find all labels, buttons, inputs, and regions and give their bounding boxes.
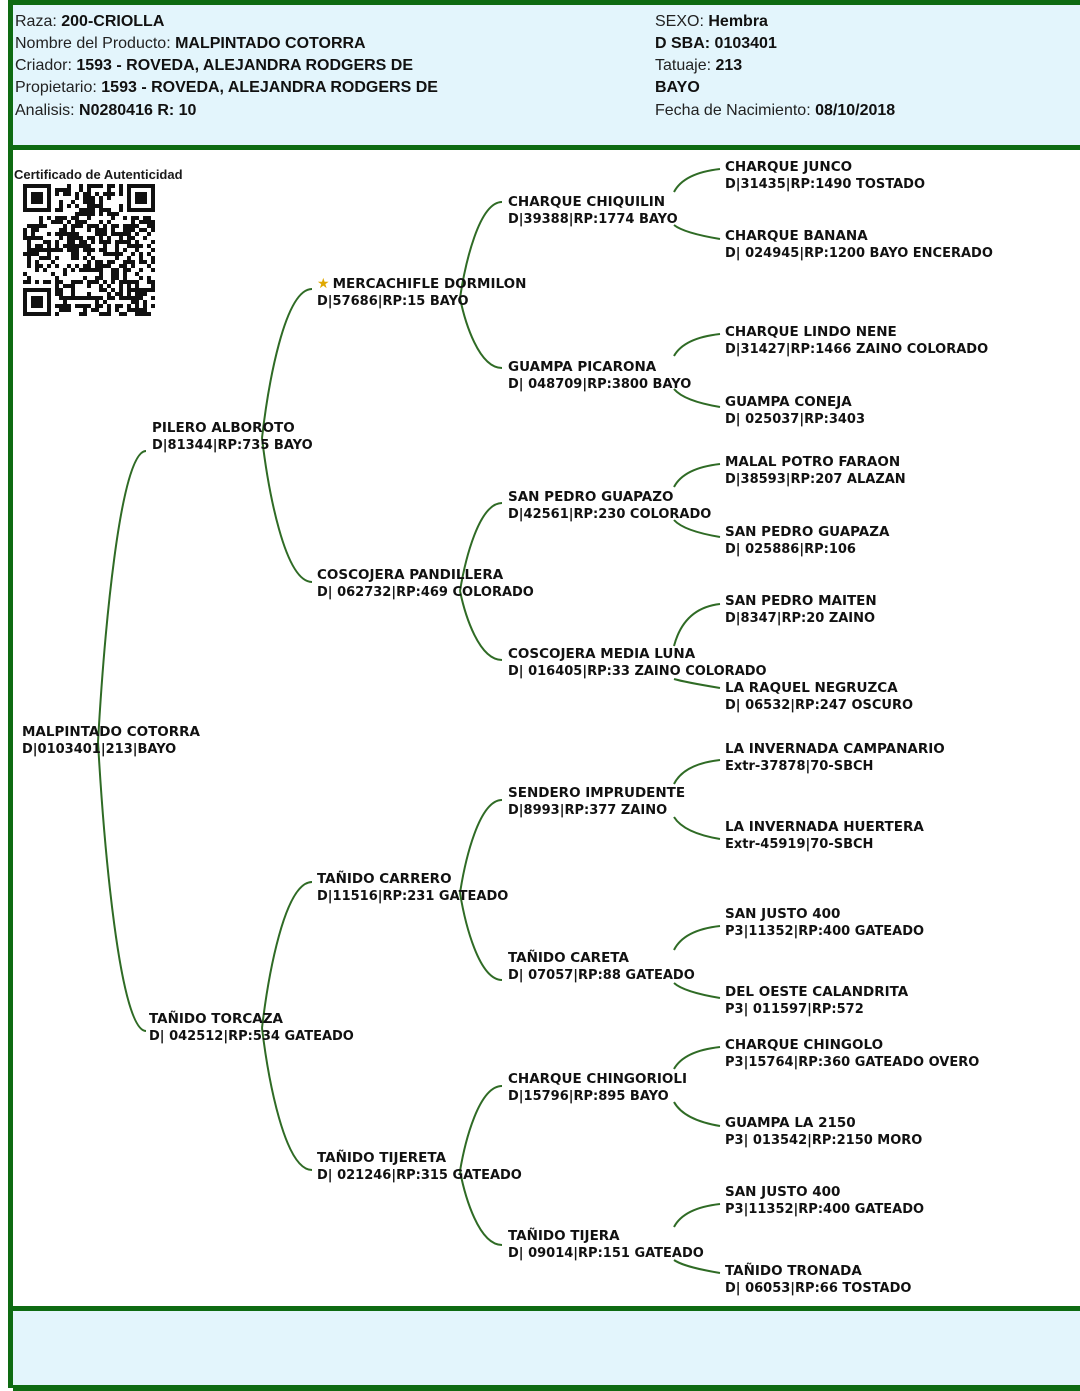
connector-line bbox=[673, 333, 721, 357]
dsba-line: D SBA: 0103401 bbox=[655, 35, 777, 52]
tatuaje-line: Tatuaje: 213 bbox=[655, 57, 743, 74]
raza-line: Raza: 200-CRIOLLA bbox=[15, 13, 165, 30]
connector-line bbox=[97, 450, 147, 743]
connector-line bbox=[261, 881, 313, 1029]
qr-code-icon[interactable] bbox=[22, 184, 156, 316]
connector-line bbox=[673, 224, 721, 240]
connector-line bbox=[459, 1085, 503, 1172]
footer-band bbox=[13, 1306, 1080, 1391]
connector-line bbox=[261, 288, 313, 439]
award-star-icon: ★ bbox=[317, 276, 330, 292]
connector-line bbox=[459, 201, 503, 299]
connector-line bbox=[673, 678, 721, 689]
connector-line bbox=[459, 1170, 503, 1246]
connector-line bbox=[261, 437, 313, 583]
connector-line bbox=[673, 925, 721, 951]
connector-line bbox=[459, 799, 503, 894]
connector-line bbox=[673, 982, 721, 999]
connector-line bbox=[673, 1259, 721, 1274]
propietario-line: Propietario: 1593 - ROVEDA, ALEJANDRA RO… bbox=[15, 79, 438, 96]
page-frame bbox=[8, 0, 1080, 1388]
producto-line: Nombre del Producto: MALPINTADO COTORRA bbox=[15, 35, 366, 52]
connector-line bbox=[673, 519, 721, 538]
connector-line bbox=[261, 1027, 313, 1171]
criador-line: Criador: 1593 - ROVEDA, ALEJANDRA RODGER… bbox=[15, 57, 414, 74]
analisis-line: Analisis: N0280416 R: 10 bbox=[15, 102, 197, 119]
pelaje-line: BAYO bbox=[655, 79, 700, 96]
animal-info-header: Raza: 200-CRIOLLA Nombre del Producto: M… bbox=[13, 5, 1080, 150]
sexo-line: SEXO: Hembra bbox=[655, 13, 768, 30]
connector-line bbox=[459, 892, 503, 981]
connector-line bbox=[673, 1046, 721, 1070]
connector-line bbox=[459, 590, 503, 661]
connector-line bbox=[459, 297, 503, 369]
connector-line bbox=[673, 388, 721, 408]
connector-line bbox=[673, 1101, 721, 1127]
certificate-title: Certificado de Autenticidad bbox=[14, 167, 183, 182]
connector-line bbox=[673, 816, 721, 840]
connector-line bbox=[673, 168, 721, 193]
connector-line bbox=[97, 741, 147, 1032]
connector-line bbox=[673, 603, 721, 647]
connector-line bbox=[459, 502, 503, 592]
connector-line bbox=[673, 463, 721, 488]
connector-line bbox=[673, 1203, 721, 1228]
connector-line bbox=[673, 759, 721, 785]
nacimiento-line: Fecha de Nacimiento: 08/10/2018 bbox=[655, 102, 896, 119]
